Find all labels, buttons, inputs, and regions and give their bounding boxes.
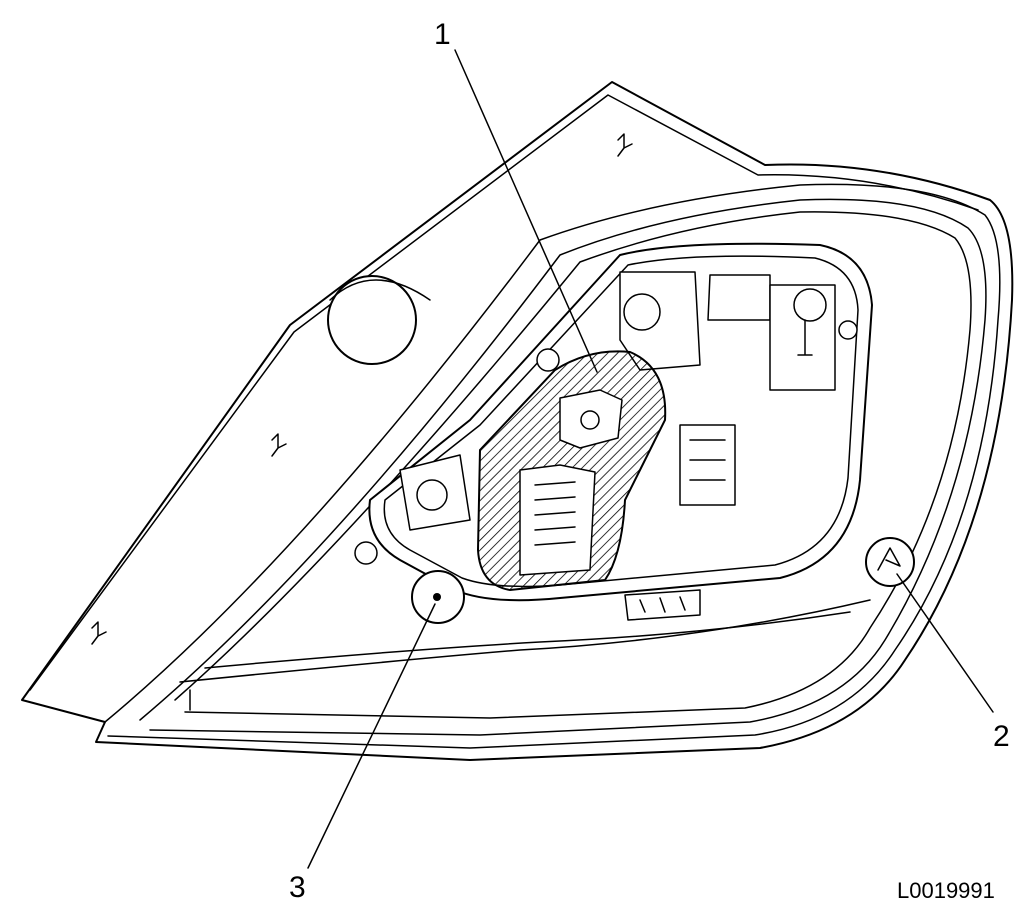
fastener-2: [865, 537, 915, 587]
callout-2: 2: [993, 720, 1010, 753]
callout-1: 1: [434, 18, 451, 51]
clip-symbols: [91, 133, 633, 645]
callout-3: 3: [289, 871, 306, 904]
fastener-3: [411, 570, 465, 624]
hatched-component: [476, 350, 667, 592]
vent-circle: [327, 275, 417, 365]
leader-line-1: [454, 49, 598, 373]
lamp-housing: [21, 81, 1014, 761]
leader-line-2: [896, 573, 994, 713]
figure-id: L0019991: [897, 878, 995, 903]
leader-line-3: [307, 603, 436, 869]
